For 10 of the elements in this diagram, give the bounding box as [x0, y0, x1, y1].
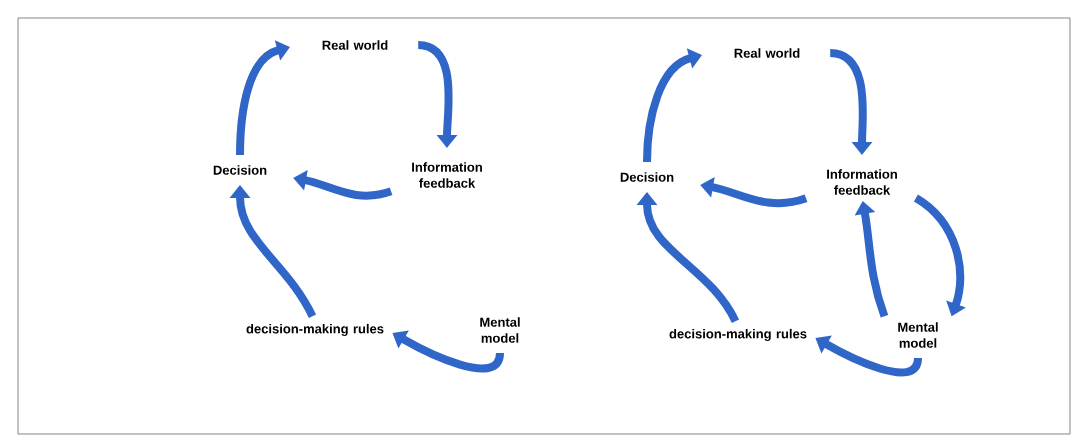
- node-label: Decision: [620, 172, 674, 182]
- node-label: Mental model: [480, 317, 520, 343]
- node-label: decision-making rules: [246, 323, 384, 337]
- node-label: Information feedback: [827, 169, 897, 195]
- node-label: Mental model: [898, 322, 938, 348]
- node-label: Decision: [213, 165, 267, 175]
- node-label: Real world: [322, 40, 388, 50]
- node-label: Real world: [734, 48, 800, 58]
- node-label: Information feedback: [412, 162, 482, 188]
- node-label: decision-making rules: [669, 328, 807, 342]
